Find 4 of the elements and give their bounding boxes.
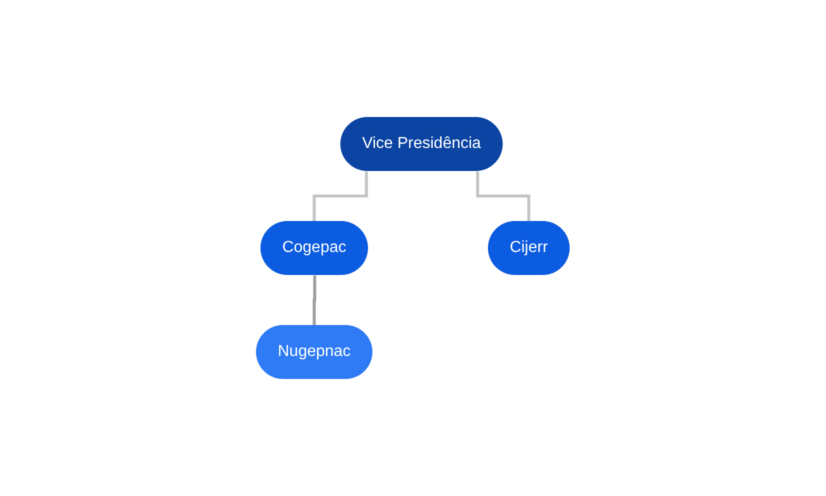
connector <box>476 171 531 223</box>
node-box: Vice Presidência <box>340 117 503 171</box>
connector <box>312 276 316 327</box>
connector <box>312 171 368 223</box>
